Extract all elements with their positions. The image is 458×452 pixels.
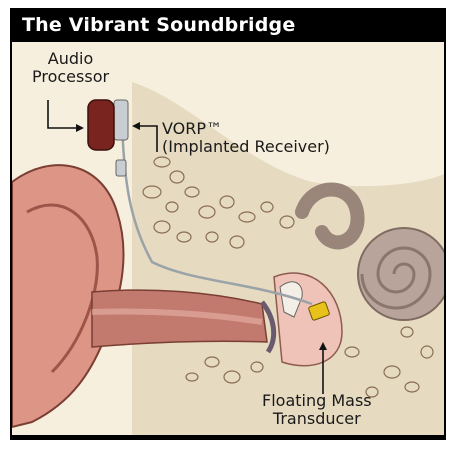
vorp-label-line2: (Implanted Receiver) <box>162 138 330 156</box>
transducer-label: Floating Mass Transducer <box>262 392 372 428</box>
vorp-label: VORP™ (Implanted Receiver) <box>162 120 330 156</box>
transducer-label-line2: Transducer <box>262 410 372 428</box>
audio-processor-label-line2: Processor <box>32 68 109 86</box>
ear-illustration <box>12 42 446 440</box>
diagram-frame: The Vibrant Soundbridge <box>10 8 446 440</box>
audio-processor-label: Audio Processor <box>32 50 109 86</box>
vorp-receiver <box>114 100 128 140</box>
transducer-label-line1: Floating Mass <box>262 392 372 410</box>
audio-processor <box>88 100 114 150</box>
diagram-title: The Vibrant Soundbridge <box>22 14 295 36</box>
title-bar: The Vibrant Soundbridge <box>12 10 444 42</box>
vorp-connector <box>116 160 126 176</box>
bottom-border <box>12 435 444 438</box>
audio-processor-label-line1: Audio <box>32 50 109 68</box>
vorp-label-line1: VORP™ <box>162 120 330 138</box>
